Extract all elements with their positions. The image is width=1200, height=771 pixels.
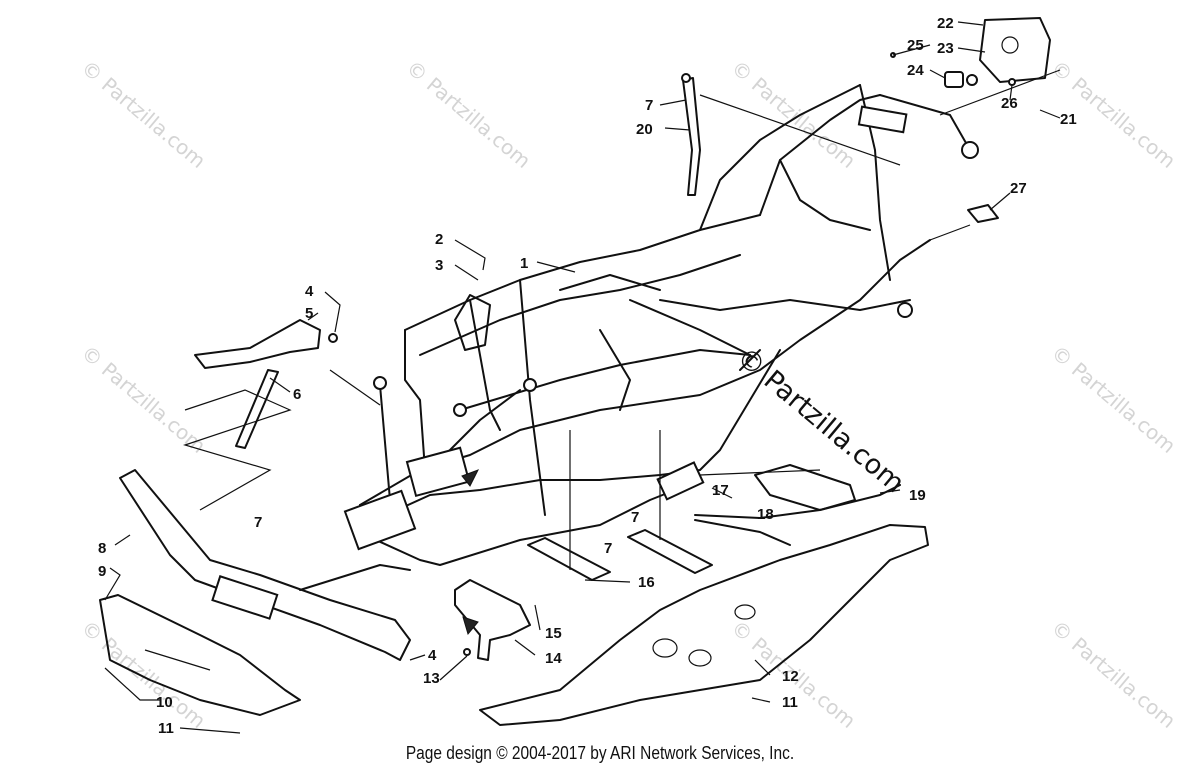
watermarks: © Partzilla.com © Partzilla.com © Partzi… <box>77 55 1181 733</box>
callout-5: 5 <box>305 305 313 322</box>
callout-23: 23 <box>937 40 954 57</box>
bracket-5 <box>194 319 338 369</box>
skid-plate-12 <box>479 524 929 726</box>
callout-14: 14 <box>545 650 562 667</box>
callout-2: 2 <box>435 231 443 248</box>
callout-22: 22 <box>937 15 954 32</box>
callout-19: 19 <box>909 487 926 504</box>
callout-10: 10 <box>156 694 173 711</box>
guide-lines <box>182 69 1061 570</box>
watermark: © Partzilla.com <box>1047 340 1181 458</box>
callout-7: 7 <box>645 97 653 114</box>
leader-lines <box>104 21 1061 734</box>
callout-4: 4 <box>428 647 437 664</box>
watermark: © Partzilla.com <box>1047 615 1181 733</box>
callout-7: 7 <box>631 509 639 526</box>
skid-plate-9 <box>99 594 301 716</box>
callout-1: 1 <box>520 255 528 272</box>
callout-18: 18 <box>757 506 774 523</box>
watermark: © Partzilla.com <box>402 55 536 173</box>
callout-27: 27 <box>1010 180 1027 197</box>
callout-16: 16 <box>638 574 655 591</box>
watermark: © Partzilla.com <box>77 340 211 458</box>
strap-20 <box>681 73 701 196</box>
front-bumper-8 <box>119 469 411 661</box>
callout-6: 6 <box>293 386 301 403</box>
callout-26: 26 <box>1001 95 1018 112</box>
callout-17: 17 <box>712 482 729 499</box>
brace-6 <box>235 369 279 449</box>
bracket-14 <box>454 579 531 661</box>
callout-8: 8 <box>98 540 106 557</box>
callout-9: 9 <box>98 563 106 580</box>
callout-15: 15 <box>545 625 562 642</box>
pads-16 <box>527 529 713 581</box>
watermark: © Partzilla.com <box>77 55 211 173</box>
callout-25: 25 <box>907 37 924 54</box>
main-frame <box>343 84 979 566</box>
callout-7: 7 <box>254 514 262 531</box>
callout-20: 20 <box>636 121 653 138</box>
callout-21: 21 <box>1060 111 1077 128</box>
callout-3: 3 <box>435 257 443 274</box>
callout-12: 12 <box>782 668 799 685</box>
callout-13: 13 <box>423 670 440 687</box>
callout-24: 24 <box>907 62 924 79</box>
callout-4: 4 <box>305 283 314 300</box>
watermark: © Partzilla.com <box>77 615 211 733</box>
reflector-27 <box>967 204 999 223</box>
callout-7: 7 <box>604 540 612 557</box>
page-footer: Page design © 2004-2017 by ARI Network S… <box>405 743 795 763</box>
callout-11: 11 <box>782 694 798 711</box>
callout-labels: 1 2 3 4 5 6 7 7 7 7 8 9 10 11 11 12 13 1… <box>98 15 1077 737</box>
callout-11: 11 <box>158 720 174 737</box>
